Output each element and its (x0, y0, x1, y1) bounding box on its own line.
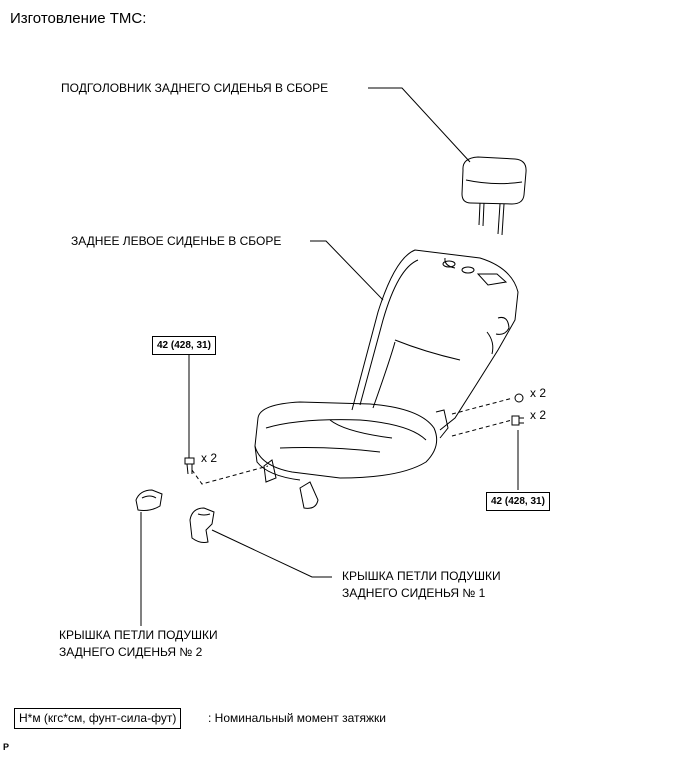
nut-right-drawing (514, 393, 524, 403)
label-cover1-line2: ЗАДНЕГО СИДЕНЬЯ № 1 (342, 586, 486, 600)
headrest-drawing (461, 156, 527, 236)
label-cover2-line1: КРЫШКА ПЕТЛИ ПОДУШКИ (59, 628, 218, 642)
qty-left-bolt: x 2 (201, 451, 218, 465)
hinge-cover-2-drawing (135, 489, 163, 511)
hinge-cover-1-drawing (189, 507, 215, 543)
seat-drawing (254, 249, 519, 509)
figure-code: P (3, 742, 10, 752)
torque-box-left: 42 (428, 31) (152, 336, 216, 355)
leader-seat (310, 240, 384, 301)
leader-headrest (368, 87, 471, 163)
qty-right-bolt: x 2 (530, 408, 547, 422)
bolt-left-drawing (184, 457, 195, 475)
label-cover2-line2: ЗАДНЕГО СИДЕНЬЯ № 2 (59, 645, 203, 659)
legend-units-box: Н*м (кгс*см, фунт-сила-фут) (14, 708, 182, 729)
legend-description: : Номинальный момент затяжки (208, 711, 386, 725)
label-cover1-line1: КРЫШКА ПЕТЛИ ПОДУШКИ (342, 569, 501, 583)
bolt-right-drawing (511, 415, 524, 426)
label-headrest: ПОДГОЛОВНИК ЗАДНЕГО СИДЕНЬЯ В СБОРЕ (61, 81, 329, 95)
torque-box-right: 42 (428, 31) (486, 492, 550, 511)
dashed-line-left-bolt (191, 465, 269, 485)
page-title: Изготовление TMC: (10, 10, 147, 27)
dashed-line-right-nut (451, 397, 514, 415)
leader-cover1 (211, 529, 332, 578)
dashed-line-right-bolt (451, 419, 513, 437)
qty-right-nut: x 2 (530, 386, 547, 400)
label-seat-assembly: ЗАДНЕЕ ЛЕВОЕ СИДЕНЬЕ В СБОРЕ (71, 234, 282, 248)
